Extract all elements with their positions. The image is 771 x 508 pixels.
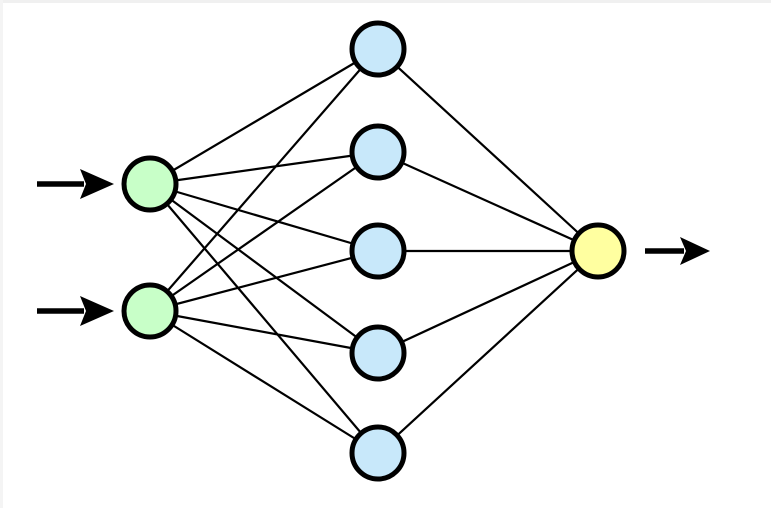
edge-i1-h2 <box>148 150 380 186</box>
io-arrows-group <box>37 169 710 326</box>
edge-h4-o1 <box>376 249 600 355</box>
hidden-node-5[interactable] <box>349 424 407 482</box>
input-arrow-1-head-icon <box>80 169 114 199</box>
edge-i2-h2 <box>148 150 380 313</box>
hidden-node-1[interactable] <box>349 20 407 78</box>
edges-group <box>148 47 600 455</box>
hidden-node-3[interactable] <box>349 222 407 280</box>
edge-i1-h3 <box>148 182 380 253</box>
hidden-node-4[interactable] <box>349 324 407 382</box>
hidden-node-2[interactable] <box>349 123 407 181</box>
edge-i2-h5 <box>148 309 380 455</box>
input-arrow-2 <box>37 296 114 326</box>
edge-i1-h1 <box>148 47 380 186</box>
edge-i1-h4 <box>148 182 380 355</box>
input-node-2[interactable] <box>121 282 179 340</box>
input-arrow-2-head-icon <box>80 296 114 326</box>
edge-i1-h5 <box>148 182 380 455</box>
edge-i2-h4 <box>148 309 380 355</box>
edge-i2-h3 <box>148 249 380 313</box>
edge-i2-h1 <box>148 47 380 313</box>
input-node-1[interactable] <box>121 155 179 213</box>
edge-h1-o1 <box>376 47 600 253</box>
output-arrow-1 <box>645 237 710 265</box>
edge-h2-o1 <box>376 150 600 253</box>
edge-h5-o1 <box>376 249 600 455</box>
output-node-1[interactable] <box>569 222 627 280</box>
output-arrow-1-head-icon <box>680 237 710 265</box>
nodes-group <box>121 20 627 482</box>
input-arrow-1 <box>37 169 114 199</box>
